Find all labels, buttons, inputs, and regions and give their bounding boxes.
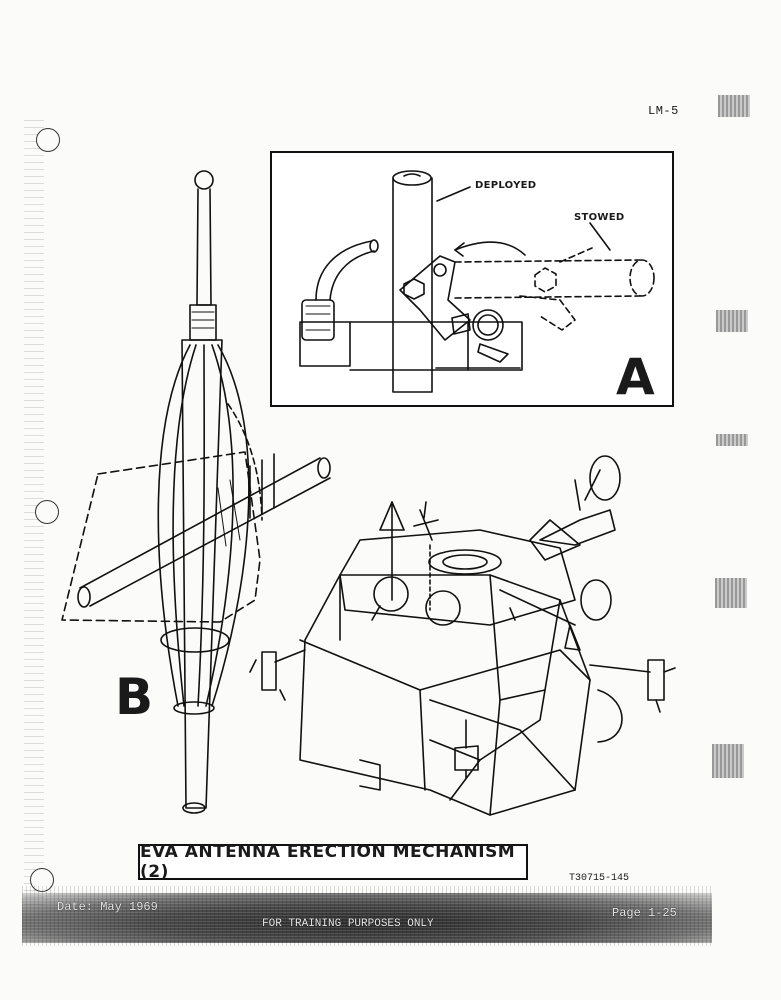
detail-a-frame [270,151,674,407]
edge-tab-mark [718,95,750,117]
edge-tab-mark [712,744,744,778]
detail-b-drawing [62,171,330,813]
footer-page-number: Page 1-25 [612,906,677,920]
footer-date: Date: May 1969 [57,900,158,914]
stowed-label: STOWED [574,212,625,223]
figure-caption: EVA ANTENNA ERECTION MECHANISM (2) [138,842,528,882]
detail-a-letter: A [616,348,655,406]
detail-b-letter: B [115,668,154,726]
detail-a-drawing [300,171,654,392]
punch-hole-top [36,128,60,152]
edge-tab-mark [716,310,748,332]
edge-tab-mark [716,434,748,446]
footer-scan-noise [22,886,712,946]
footer-band [22,893,712,943]
punch-hole-middle [35,500,59,524]
punch-hole-bottom [30,868,54,892]
edge-tab-mark [715,578,747,608]
lunar-module-drawing [250,456,675,815]
figure-number: T30715-145 [569,873,630,884]
document-id: LM-5 [648,104,679,118]
footer-training-notice: FOR TRAINING PURPOSES ONLY [262,918,434,930]
scan-edge-noise [24,120,44,910]
deployed-label: DEPLOYED [475,180,537,191]
